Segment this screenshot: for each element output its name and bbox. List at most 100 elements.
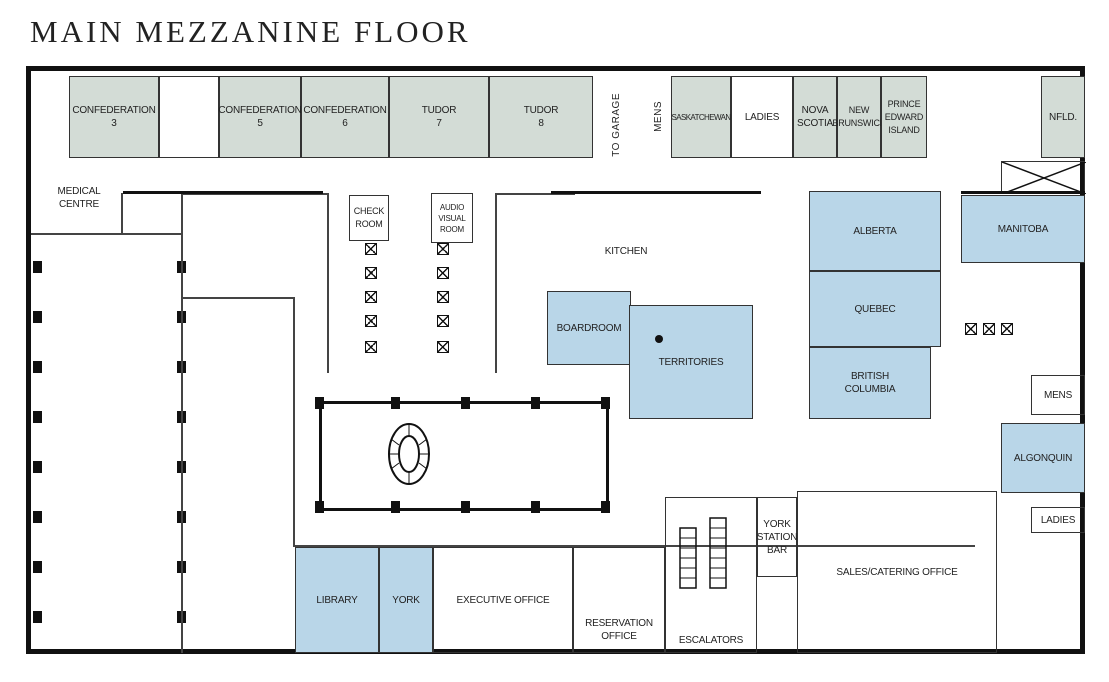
room-label: LIBRARY	[316, 594, 358, 606]
room-label: ALBERTA	[853, 225, 897, 237]
room-algonquin[interactable]: ALGONQUIN	[1001, 423, 1085, 493]
elevator-icon	[437, 243, 449, 255]
room-nfld[interactable]: NFLD.	[1041, 76, 1085, 158]
elevator-icon	[983, 323, 995, 335]
floor-plan: CONFEDERATION 3 CONFEDERATION 5 CONFEDER…	[26, 66, 1086, 654]
room-york[interactable]: YORK	[379, 547, 433, 653]
room-new-brunswick[interactable]: NEW BRUNSWICK	[832, 76, 886, 158]
room-label: MANITOBA	[997, 223, 1049, 235]
wall	[961, 191, 1085, 194]
room-library[interactable]: LIBRARY	[295, 547, 379, 653]
room-york-station-bar[interactable]: YORK STATION BAR	[757, 497, 797, 577]
room-confederation-6[interactable]: CONFEDERATION 6	[301, 76, 389, 158]
wall	[31, 233, 181, 235]
pillar	[33, 361, 42, 373]
room-label: SALES/CATERING OFFICE	[836, 566, 958, 578]
room-label: ESCALATORS	[678, 634, 744, 646]
room-label: SASKATCHEWAN	[671, 112, 731, 122]
kitchen-label: KITCHEN	[604, 245, 648, 257]
room-manitoba[interactable]: MANITOBA	[961, 195, 1085, 263]
pillar	[391, 397, 400, 409]
pillar	[601, 501, 610, 513]
room-ladies-right[interactable]: LADIES	[1031, 507, 1085, 533]
elevator-icon	[365, 291, 377, 303]
cross-icon	[1002, 162, 1086, 194]
atrium	[319, 401, 609, 511]
room-label: BOARDROOM	[556, 322, 622, 334]
wall	[183, 297, 293, 299]
room-confederation-3[interactable]: CONFEDERATION 3	[69, 76, 159, 158]
pillar	[33, 561, 42, 573]
wall	[495, 193, 497, 373]
elevator-icon	[365, 341, 377, 353]
room-audio-visual[interactable]: AUDIO VISUAL ROOM	[431, 193, 473, 243]
room-label: NOVA SCOTIA	[796, 105, 834, 129]
to-garage-label: TO GARAGE	[611, 93, 622, 157]
room-label: LADIES	[744, 111, 780, 123]
room-label: LADIES	[1040, 514, 1076, 526]
room-mens-right[interactable]: MENS	[1031, 375, 1085, 415]
pillar	[601, 397, 610, 409]
room-label: NEW BRUNSWICK	[832, 105, 886, 128]
elevator-icon	[965, 323, 977, 335]
pillar	[315, 397, 324, 409]
mens-top-label: MENS	[653, 101, 664, 132]
room-ladies-top[interactable]: LADIES	[731, 76, 793, 158]
elevator-icon	[365, 267, 377, 279]
room-unlabeled-top	[159, 76, 219, 158]
room-boardroom[interactable]: BOARDROOM	[547, 291, 631, 365]
room-label: RESERVATION OFFICE	[585, 618, 653, 642]
room-british-columbia[interactable]: BRITISH COLUMBIA	[809, 347, 931, 419]
room-label: TUDOR 7	[421, 105, 457, 129]
room-territories[interactable]: TERRITORIES	[629, 305, 753, 419]
room-label: QUEBEC	[854, 303, 896, 315]
room-executive-office[interactable]: EXECUTIVE OFFICE	[433, 547, 573, 653]
wall	[121, 193, 123, 233]
room-alberta[interactable]: ALBERTA	[809, 191, 941, 271]
elevator-icon	[437, 267, 449, 279]
room-label: YORK STATION BAR	[756, 518, 798, 556]
room-reservation-office[interactable]: RESERVATION OFFICE	[573, 547, 665, 653]
elevator-icon	[1001, 323, 1013, 335]
pillar	[33, 461, 42, 473]
area-escalators[interactable]: ESCALATORS	[665, 497, 757, 653]
room-tudor-8[interactable]: TUDOR 8	[489, 76, 593, 158]
wall	[181, 193, 183, 653]
room-label: BRITISH COLUMBIA	[844, 371, 896, 395]
pillar	[461, 397, 470, 409]
room-quebec[interactable]: QUEBEC	[809, 271, 941, 347]
room-prince-edward-island[interactable]: PRINCE EDWARD ISLAND	[881, 76, 927, 158]
wall	[183, 193, 329, 195]
elevator-icon	[365, 315, 377, 327]
room-label: TUDOR 8	[523, 105, 559, 129]
wall	[327, 193, 329, 373]
elevator-icon	[437, 341, 449, 353]
pillar	[33, 311, 42, 323]
wall	[551, 191, 761, 194]
pillar	[461, 501, 470, 513]
room-sales-catering-office[interactable]: SALES/CATERING OFFICE	[797, 491, 997, 653]
pillar	[33, 411, 42, 423]
room-nova-scotia[interactable]: NOVA SCOTIA	[793, 76, 837, 158]
room-confederation-5[interactable]: CONFEDERATION 5	[218, 76, 302, 158]
wall	[295, 545, 975, 547]
wall	[123, 191, 323, 194]
room-tudor-7[interactable]: TUDOR 7	[389, 76, 489, 158]
elevator-icon	[365, 243, 377, 255]
room-label: NFLD.	[1049, 111, 1077, 123]
medical-centre-label: MEDICAL CENTRE	[57, 186, 101, 210]
room-label: TERRITORIES	[658, 356, 724, 368]
room-label: CONFEDERATION 5	[218, 105, 302, 129]
room-check-room[interactable]: CHECK ROOM	[349, 195, 389, 241]
room-label: MENS	[1043, 389, 1073, 401]
elevator-shaft-right	[1001, 161, 1086, 194]
room-label: PRINCE EDWARD ISLAND	[884, 98, 924, 135]
room-label: CONFEDERATION 6	[303, 105, 387, 129]
room-label: EXECUTIVE OFFICE	[456, 594, 550, 606]
elevator-icon	[437, 315, 449, 327]
pillar	[33, 261, 42, 273]
pillar	[391, 501, 400, 513]
room-saskatchewan[interactable]: SASKATCHEWAN	[671, 76, 731, 158]
floor-title: MAIN MEZZANINE FLOOR	[30, 14, 471, 49]
wall	[495, 193, 575, 195]
